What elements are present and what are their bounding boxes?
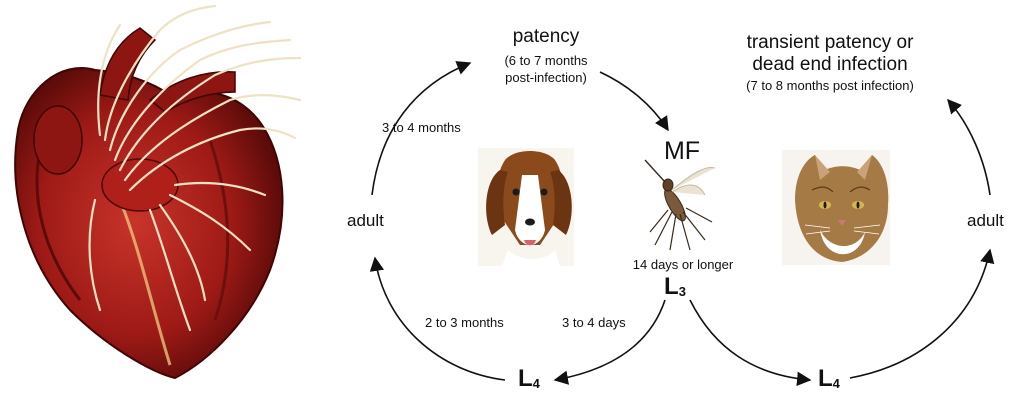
label-3-to-4-days: 3 to 4 days	[562, 316, 626, 331]
adult-label-cat: adult	[967, 211, 1004, 231]
label-3-to-4-months: 3 to 4 months	[382, 121, 461, 136]
arrow-l3-to-l4-dog	[555, 300, 665, 380]
arrow-l3-to-l4-cat	[690, 300, 810, 380]
heart-illustration	[15, 6, 300, 378]
patency-detail-line1: (6 to 7 months	[504, 54, 587, 69]
outcome-line2: dead end infection	[752, 54, 907, 76]
stage-l4-cat: L4	[818, 365, 840, 393]
label-14-days-or-longer: 14 days or longer	[633, 258, 733, 273]
patency-detail-line2: post-infection)	[505, 71, 587, 86]
mf-label: MF	[664, 137, 700, 166]
arrow-l4-to-adult-cat	[850, 250, 990, 378]
stage-l4-dog: L4	[518, 365, 540, 393]
dog-icon	[478, 148, 574, 266]
arrow-adult-to-outcome	[948, 100, 990, 195]
mosquito-icon	[645, 160, 715, 250]
cat-icon	[782, 150, 890, 265]
outcome-line1: transient patency or	[747, 32, 914, 54]
outcome-detail: (7 to 8 months post infection)	[746, 79, 914, 94]
patency-title: patency	[513, 26, 580, 48]
label-2-to-3-months: 2 to 3 months	[425, 316, 504, 331]
arrow-patency-to-mf	[600, 72, 668, 130]
stage-l3: L3	[664, 273, 686, 301]
adult-label-dog: adult	[347, 211, 384, 231]
